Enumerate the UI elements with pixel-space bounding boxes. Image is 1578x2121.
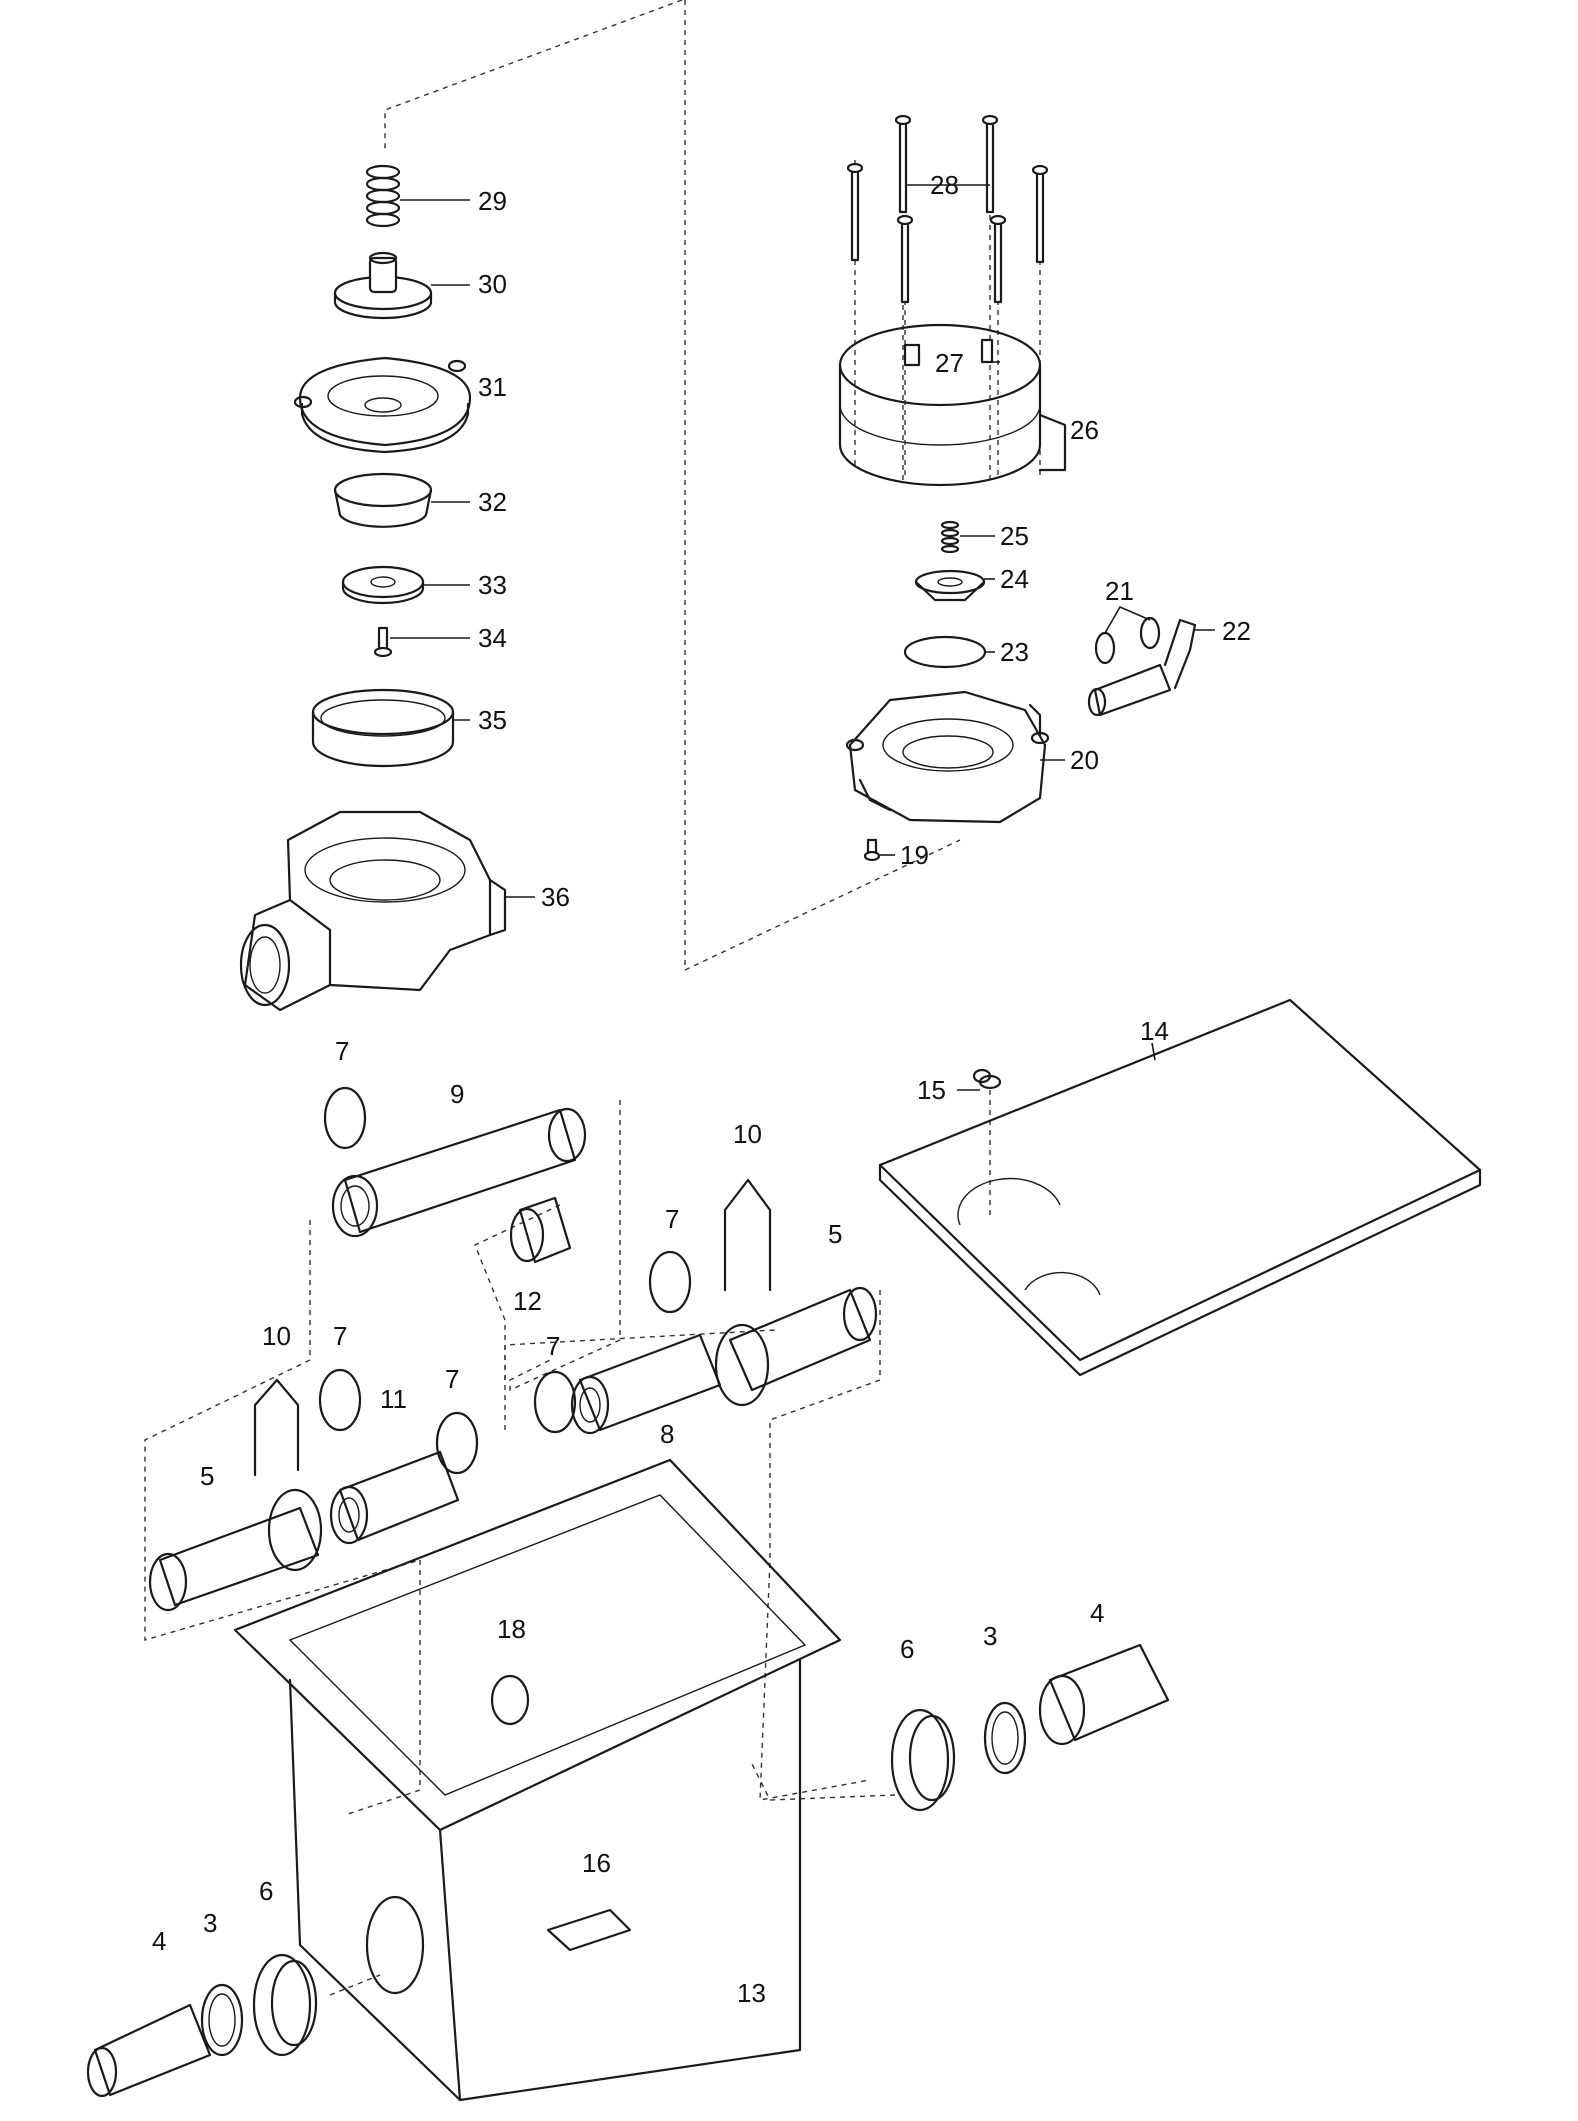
callout-9: 9 — [450, 1079, 464, 1109]
callout-4-right: 4 — [1090, 1598, 1104, 1628]
callout-10-left: 10 — [262, 1321, 291, 1351]
part-28-screws — [846, 114, 1049, 304]
callout-31: 31 — [478, 372, 507, 402]
callout-4-left: 4 — [152, 1926, 166, 1956]
callout-32: 32 — [478, 487, 507, 517]
part-12-nut — [509, 1196, 572, 1264]
callout-29: 29 — [478, 186, 507, 216]
part-29-spring — [365, 164, 401, 228]
part-30-cap — [333, 251, 433, 320]
callout-27: 27 — [935, 348, 964, 378]
parts-6-3-4-right — [890, 1643, 1170, 1812]
callout-15: 15 — [917, 1075, 946, 1105]
callout-18: 18 — [497, 1614, 526, 1644]
part-22-spindle — [1087, 618, 1197, 717]
part-31-cover — [293, 356, 472, 454]
callout-6-left: 6 — [259, 1876, 273, 1906]
callout-20: 20 — [1070, 745, 1099, 775]
part-20-valve-housing — [845, 690, 1050, 824]
callout-5-left: 5 — [200, 1461, 214, 1491]
callout-21: 21 — [1105, 576, 1134, 606]
part-34-screw — [373, 626, 393, 658]
part-7-orings — [318, 1086, 692, 1475]
callout-5-right: 5 — [828, 1219, 842, 1249]
callout-30: 30 — [478, 269, 507, 299]
callout-28: 28 — [930, 170, 959, 200]
leader-lines — [390, 184, 1215, 1091]
callout-26: 26 — [1070, 415, 1099, 445]
callout-7-mid: 7 — [445, 1364, 459, 1394]
part-10-clips — [253, 1178, 772, 1477]
callout-11: 11 — [380, 1384, 407, 1414]
part-15-key — [972, 1068, 1002, 1090]
callout-23: 23 — [1000, 637, 1029, 667]
callout-7-top: 7 — [335, 1036, 349, 1066]
part-8-adapter — [570, 1333, 722, 1435]
part-35-ring — [311, 688, 455, 768]
callout-36: 36 — [541, 882, 570, 912]
part-9-filter — [331, 1107, 587, 1238]
callout-33: 33 — [478, 570, 507, 600]
part-24-plunger — [914, 569, 986, 602]
callout-7-right: 7 — [665, 1204, 679, 1234]
callout-13: 13 — [737, 1978, 766, 2008]
callout-10-right: 10 — [733, 1119, 762, 1149]
part-14-lid — [878, 998, 1482, 1377]
part-19-screw — [863, 838, 881, 862]
callout-16: 16 — [582, 1848, 611, 1878]
part-5-couplings — [148, 1286, 878, 1612]
part-21-washers — [1094, 616, 1161, 665]
callout-24: 24 — [1000, 564, 1029, 594]
callout-35: 35 — [478, 705, 507, 735]
callout-3-right: 3 — [983, 1621, 997, 1651]
callout-14: 14 — [1140, 1016, 1169, 1046]
callout-12: 12 — [513, 1286, 542, 1316]
callout-25: 25 — [1000, 521, 1029, 551]
callout-6-right: 6 — [900, 1634, 914, 1664]
callout-7-center: 7 — [546, 1331, 560, 1361]
part-33-diaphragm — [341, 565, 425, 605]
part-26-housing — [838, 323, 1067, 487]
callout-34: 34 — [478, 623, 507, 653]
part-36-valve-body — [239, 810, 507, 1012]
part-23-disc — [903, 635, 987, 669]
callout-19: 19 — [900, 840, 929, 870]
callout-22: 22 — [1222, 616, 1251, 646]
part-25-spring — [940, 520, 960, 554]
parts-4-3-6-left — [86, 1953, 318, 2098]
callout-labels: 29 30 31 32 33 34 35 36 28 27 26 25 24 2… — [152, 170, 1251, 2008]
part-11-adapter — [329, 1450, 460, 1545]
callout-3-left: 3 — [203, 1908, 217, 1938]
callout-8: 8 — [660, 1419, 674, 1449]
callout-7-left: 7 — [333, 1321, 347, 1351]
part-32-ring — [333, 472, 433, 528]
part-13-box — [233, 1458, 842, 2102]
